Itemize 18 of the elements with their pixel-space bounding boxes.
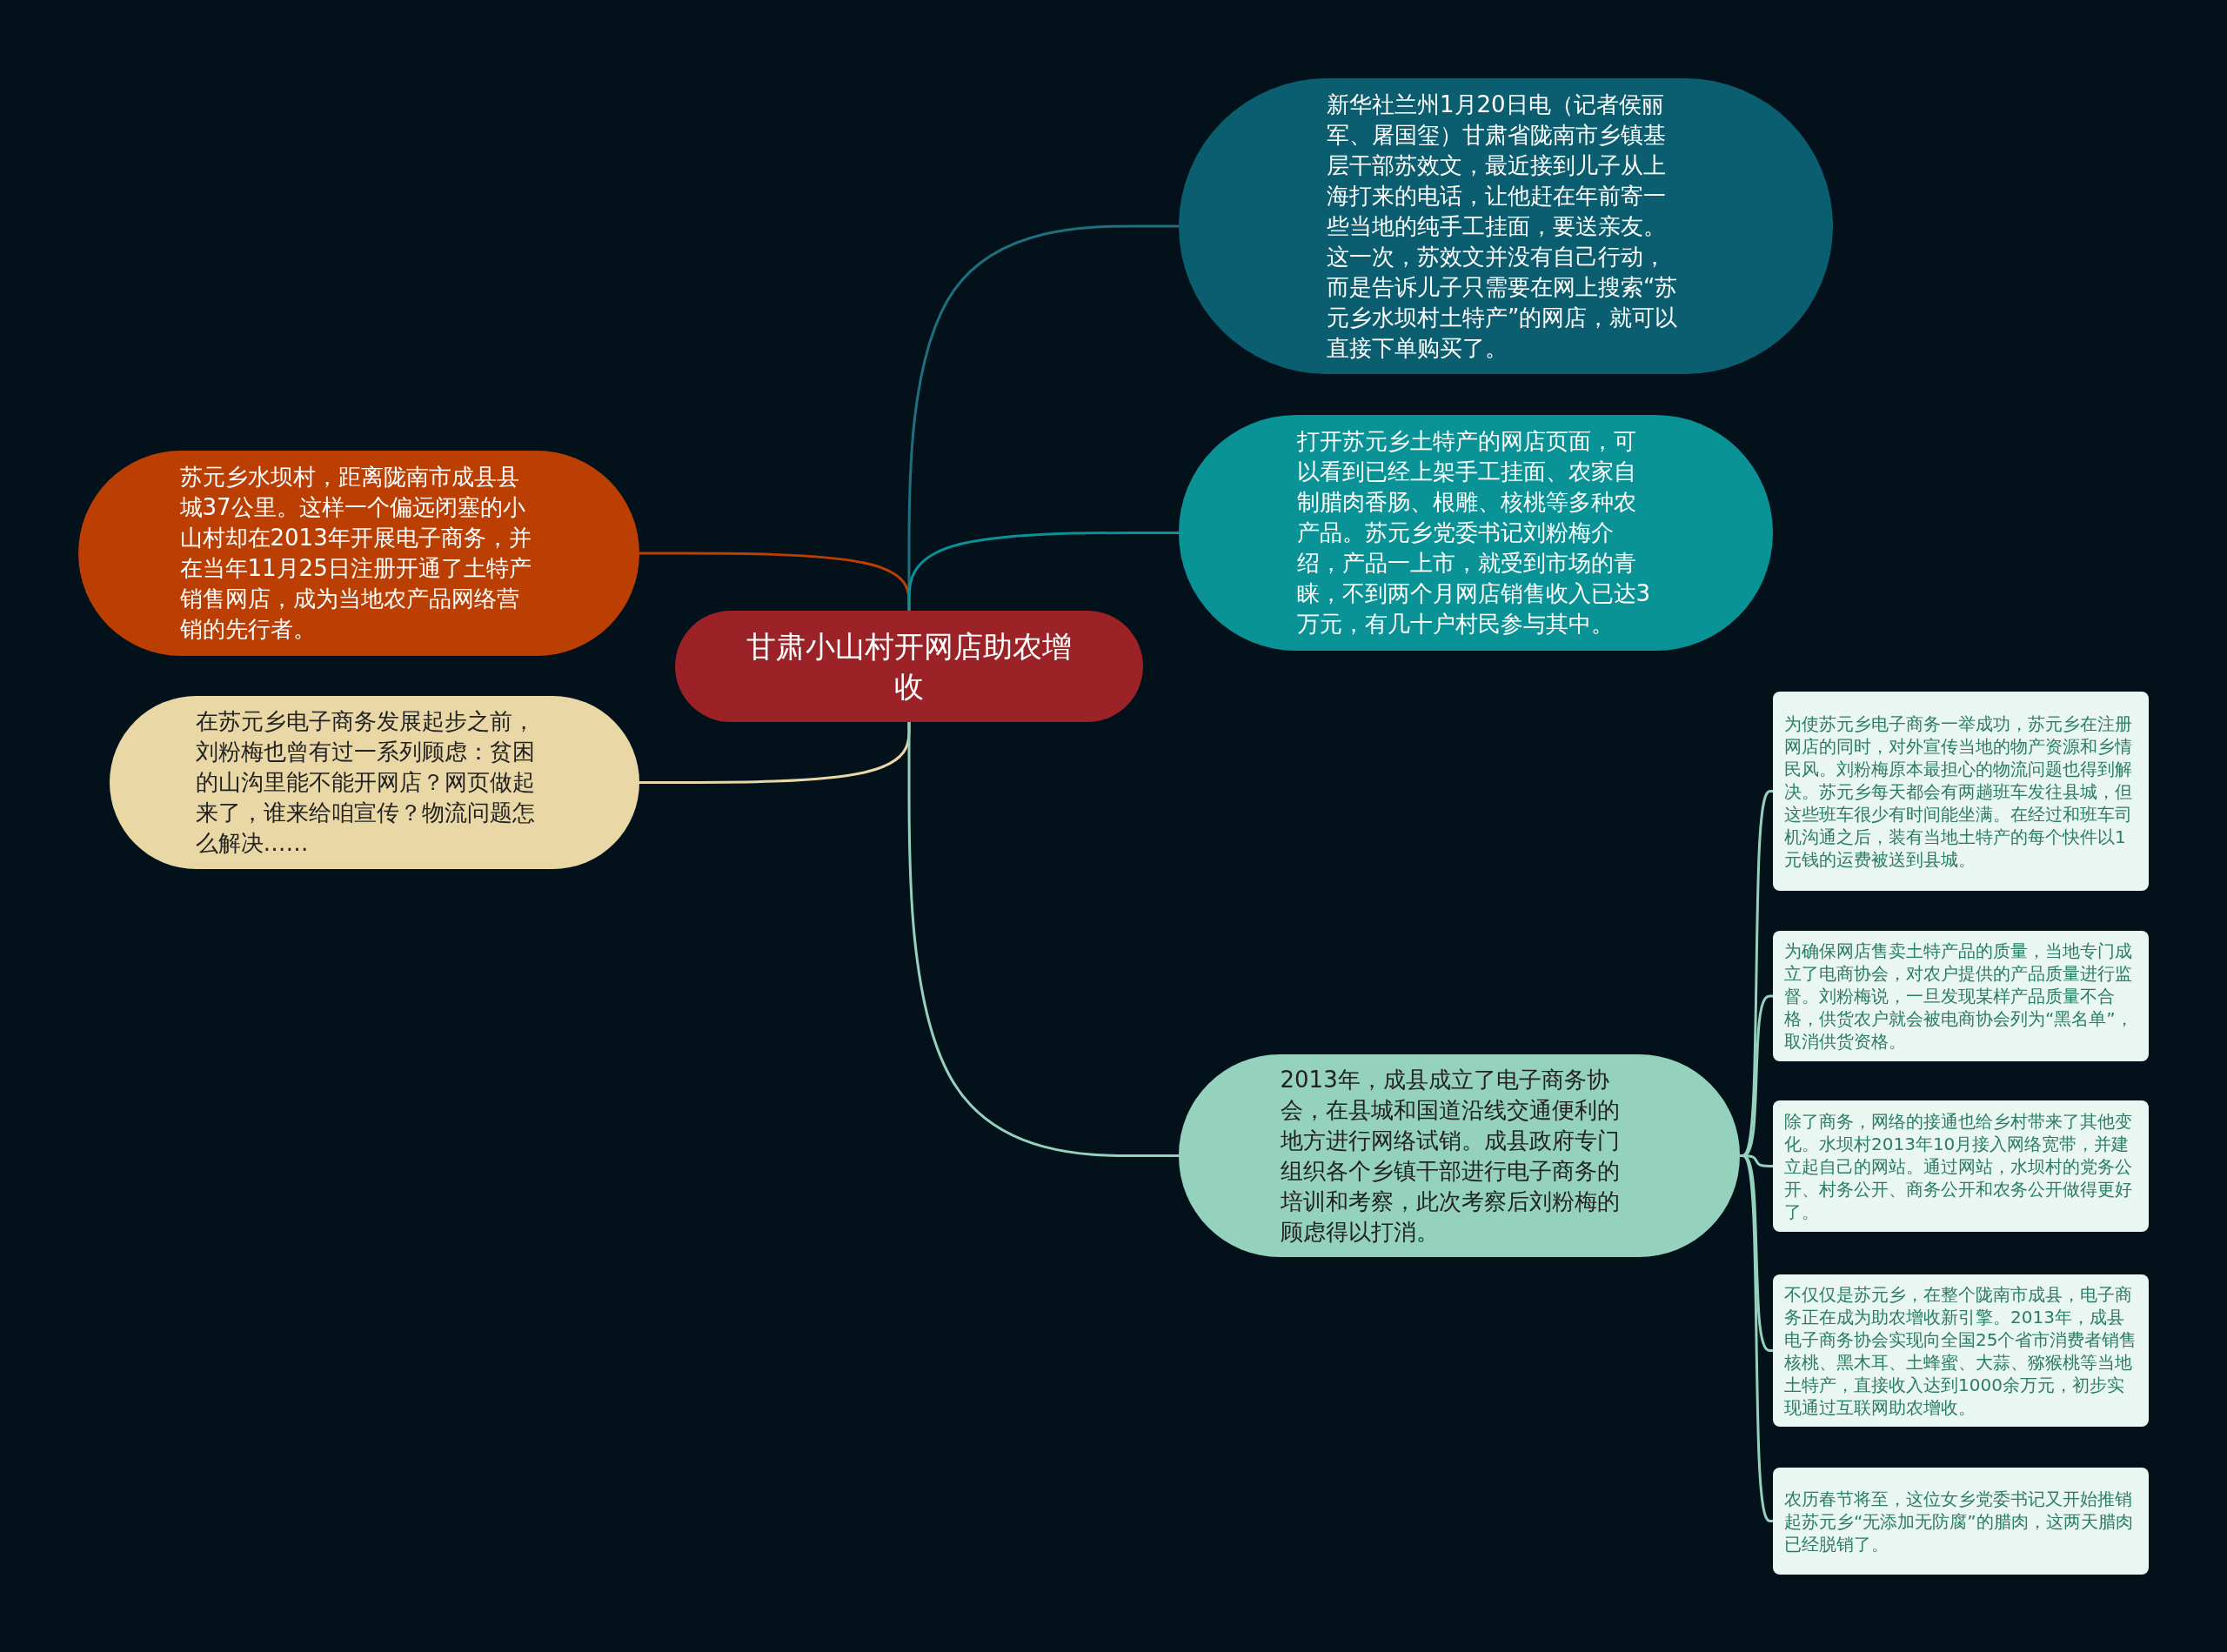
note-card	[1773, 1468, 2149, 1575]
connector-line	[907, 532, 1179, 611]
connector-line	[907, 722, 1179, 1157]
note-card	[1773, 692, 2149, 891]
note-card	[1773, 1274, 2149, 1427]
note-text: 不仅仅是苏元乡，在整个陇南市成县，电子商务正在成为助农增收新引擎。2013年，成县电子商务协会实现向全国25个省市消费者销售核桃、黑木耳、土蜂蜜、大蒜、猕猴桃等当地土特产，直接收入达到1000余万元，初步实现通过互联网助农增收。	[1784, 1282, 2137, 1419]
topic-text: 新华社兰州1月20日电（记者侯丽军、屠国玺）甘肃省陇南市乡镇基层干部苏效文，最近接到儿子从上海打来的电话，让他赶在年前寄一些当地的纯手工挂面，要送亲友。这一次，苏效文并没有自己行动，而是告诉儿子只需要在网上搜索“苏元乡水坝村土特产”的网店，就可以直接下单购买了。	[1327, 90, 1679, 363]
note-card	[1773, 931, 2149, 1061]
topic-text: 苏元乡水坝村，距离陇南市成县县城37公里。这样一个偏远闭塞的小山村却在2013年开展电子商务，并在当年11月25日注册开通了土特产销售网店，成为当地农产品网络营销的先行者。	[179, 463, 532, 644]
topic-text: 打开苏元乡土特产的网店页面，可以看到已经上架手工挂面、农家自制腊肉香肠、根雕、核桃等多种农产品。苏元乡党委书记刘粉梅介绍，产品一上市，就受到市场的青睐，不到两个月网店销售收入已达3万元，有几十户村民参与其中。	[1296, 427, 1652, 639]
topic-text: 在苏元乡电子商务发展起步之前，刘粉梅也曾有过一系列顾虑：贫困的山沟里能不能开网店？网页做起来了，谁来给咱宣传？物流问题怎么解决……	[195, 707, 536, 858]
note-text: 农历春节将至，这位女乡党委书记又开始推销起苏元乡“无添加无防腐”的腊肉，这两天腊肉已经脱销了。	[1784, 1487, 2134, 1555]
topic-text: 2013年，成县成立了电子商务协会，在县城和国道沿线交通便利的地方进行网络试销。成县政府专门组织各个乡镇干部进行电子商务的培训和考察，此次考察后刘粉梅的顾虑得以打消。	[1280, 1065, 1621, 1247]
note-card	[1773, 1100, 2149, 1232]
note-text: 除了商务，网络的接通也给乡村带来了其他变化。水坝村2013年10月接入网络宽带，并建立起自己的网站。通过网站，水坝村的党务公开、村务公开、商务公开和农务公开做得更好了。	[1784, 1109, 2133, 1223]
note-text: 为确保网店售卖土特产品的质量，当地专门成立了电商协会，对农户提供的产品质量进行监督。刘粉梅说，一旦发现某样产品质量不合格，供货农户就会被电商协会列为“黑名单”，取消供货资格。	[1784, 940, 2134, 1053]
note-text: 为使苏元乡电子商务一举成功，苏元乡在注册网店的同时，对外宣传当地的物产资源和乡情民风。刘粉梅原本最担心的物流问题也得到解决。苏元乡每天都会有两趟班车发往县城，但这些班车很少有时间能坐满。在经过和班车司机沟通之后，装有当地土特产的每个快件以1元钱的运费被送到县城。	[1784, 712, 2133, 871]
topic-title: 甘肃小山村开网店助农增收	[746, 628, 1073, 706]
